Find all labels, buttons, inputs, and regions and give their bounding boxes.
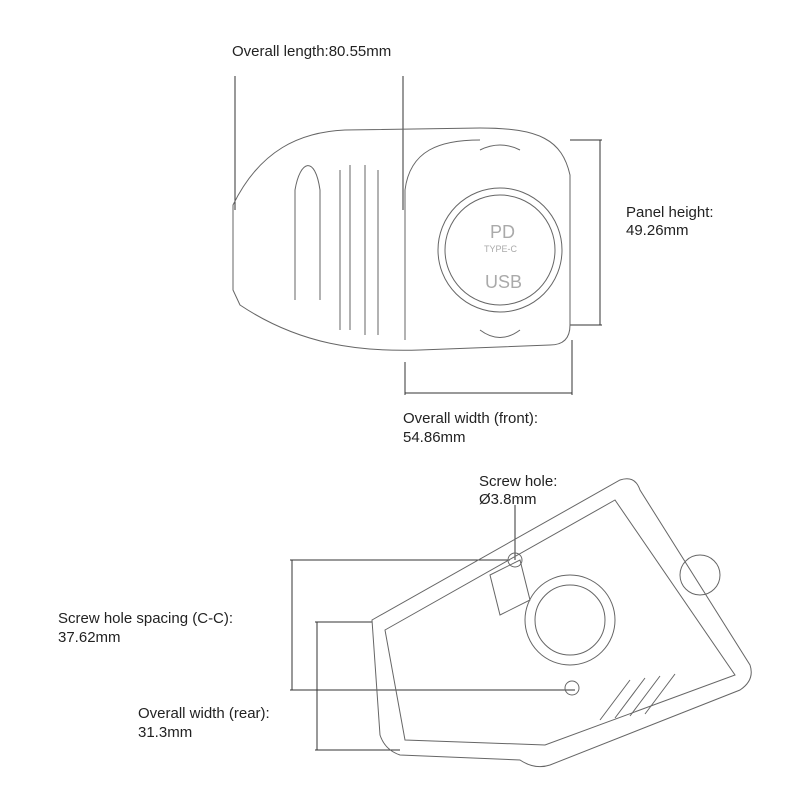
- rear-view-drawing: [290, 478, 752, 768]
- screw-hole-label: Screw hole:: [479, 473, 558, 490]
- front-view-drawing: PD TYPE-C USB: [232, 76, 602, 395]
- panel-height-label: Panel height:: [626, 204, 714, 221]
- screw-hole-value: Ø3.8mm: [479, 491, 537, 508]
- rear-width-value: 31.3mm: [138, 724, 193, 741]
- front-width-value: 54.86mm: [403, 429, 466, 446]
- rear-width-label: Overall width (rear):: [138, 705, 270, 722]
- type-c-marking: TYPE-C: [484, 244, 518, 254]
- overall-length-label: Overall length:80.55mm: [232, 43, 392, 60]
- front-width-label: Overall width (front):: [403, 410, 539, 427]
- pd-marking: PD: [490, 222, 515, 242]
- screw-spacing-label: Screw hole spacing (C-C):: [58, 610, 234, 627]
- usb-marking: USB: [485, 272, 522, 292]
- screw-spacing-value: 37.62mm: [58, 629, 121, 646]
- panel-height-value: 49.26mm: [626, 222, 689, 239]
